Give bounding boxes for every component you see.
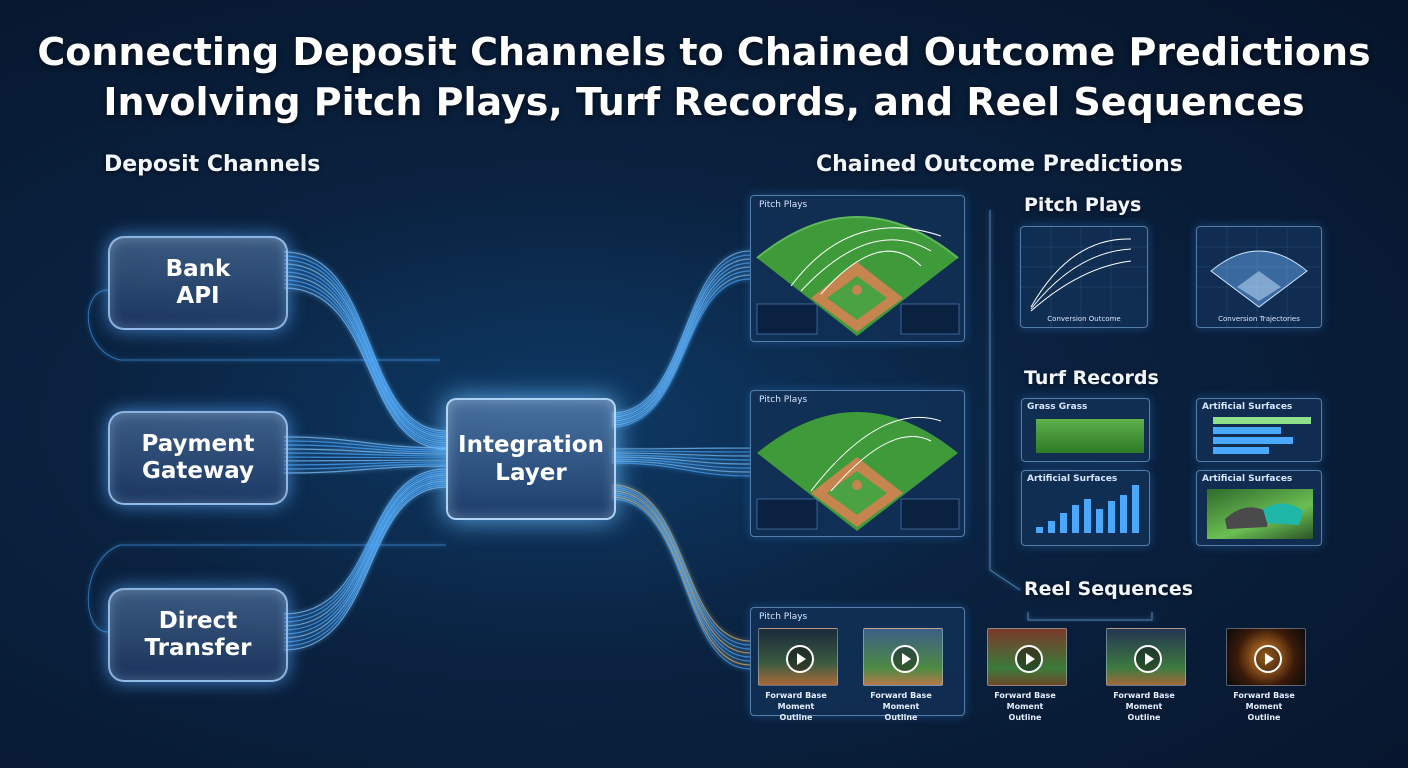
- reel-thumbnail-1[interactable]: [758, 628, 838, 686]
- surface-comparison-panel[interactable]: Artificial Surfaces: [1196, 398, 1322, 462]
- play-icon[interactable]: [891, 645, 919, 673]
- pitch-plays-trajectory-chart[interactable]: Conversion Outcome: [1020, 226, 1148, 328]
- field-chart-caption: Conversion Trajectories: [1197, 315, 1321, 323]
- turf-records-heading: Turf Records: [1024, 367, 1159, 389]
- trajectory-chart-caption: Conversion Outcome: [1021, 315, 1147, 323]
- direct-transfer-box[interactable]: Direct Transfer: [108, 588, 288, 682]
- play-icon[interactable]: [786, 645, 814, 673]
- payment-gateway-label-line1: Payment: [142, 431, 255, 458]
- trajectory-chart-graphic: [1021, 227, 1147, 327]
- artificial-surfaces-chart-panel[interactable]: Artificial Surfaces: [1021, 470, 1150, 546]
- bank-api-label-line2: API: [176, 283, 219, 310]
- bank-api-box[interactable]: Bank API: [108, 236, 288, 330]
- flow-line-to-pitch: [612, 255, 750, 415]
- reel-thumbnail-4[interactable]: [1106, 628, 1186, 686]
- flow-line-to-turf: [612, 451, 750, 452]
- cleat-photo-panel[interactable]: Artificial Surfaces: [1196, 470, 1322, 546]
- direct-transfer-label-line1: Direct: [159, 608, 238, 635]
- field-chart-graphic: [1197, 227, 1321, 327]
- baseball-field-diagram-2: [751, 391, 964, 536]
- integration-layer-box[interactable]: Integration Layer: [446, 398, 616, 520]
- integration-layer-label-line2: Layer: [495, 459, 566, 487]
- play-icon[interactable]: [1254, 645, 1282, 673]
- reel-thumbnail-3[interactable]: [987, 628, 1067, 686]
- page-title-line-1: Connecting Deposit Channels to Chained O…: [0, 30, 1408, 74]
- turf-records-field-panel[interactable]: Pitch Plays: [750, 390, 965, 537]
- reel-sequences-heading: Reel Sequences: [1024, 578, 1193, 600]
- play-icon[interactable]: [1134, 645, 1162, 673]
- flow-line-gateway: [284, 437, 446, 448]
- reel-caption-2: Forward Base MomentOutline: [853, 690, 949, 723]
- connector-arrow-11: [1028, 612, 1152, 620]
- cleat-photo-label: Artificial Surfaces: [1202, 474, 1292, 484]
- flow-line-bank: [284, 284, 446, 447]
- pitch-plays-field-chart[interactable]: Conversion Trajectories: [1196, 226, 1322, 328]
- grass-texture: [1036, 419, 1144, 453]
- pitch-plays-field-panel[interactable]: Pitch Plays: [750, 195, 965, 342]
- pitch-plays-heading: Pitch Plays: [1024, 194, 1141, 216]
- play-icon[interactable]: [1015, 645, 1043, 673]
- reel-thumbnail-5[interactable]: [1226, 628, 1306, 686]
- surface-bars-graphic: [1197, 399, 1321, 461]
- chained-outcome-heading: Chained Outcome Predictions: [816, 152, 1183, 177]
- baseball-field-diagram-1: [751, 196, 964, 341]
- grass-records-panel[interactable]: Grass Grass: [1021, 398, 1150, 462]
- reel-thumbnail-2[interactable]: [863, 628, 943, 686]
- flow-line-gateway: [284, 460, 446, 461]
- bank-api-label-line1: Bank: [166, 256, 231, 283]
- flow-line-to-pitch: [612, 251, 750, 413]
- page-title-line-2: Involving Pitch Plays, Turf Records, and…: [0, 80, 1408, 124]
- connector-arrow-9: [990, 210, 1020, 590]
- flow-line-gateway: [284, 457, 446, 458]
- deposit-channels-heading: Deposit Channels: [104, 152, 320, 177]
- integration-layer-label-line1: Integration: [458, 431, 604, 459]
- reel-panel-label: Pitch Plays: [759, 612, 807, 622]
- flow-line-direct: [284, 477, 446, 630]
- flow-line-to-turf: [612, 448, 750, 449]
- flow-line-direct: [284, 475, 446, 626]
- flow-line-to-turf: [612, 463, 750, 476]
- direct-transfer-label-line2: Transfer: [144, 635, 251, 662]
- cleat-photo-image: [1207, 489, 1313, 539]
- flow-line-bank: [284, 280, 446, 445]
- payment-gateway-label-line2: Gateway: [142, 458, 254, 485]
- flow-line-direct: [284, 473, 446, 622]
- artificial-bars-graphic: [1022, 471, 1149, 545]
- grass-label: Grass Grass: [1027, 402, 1087, 412]
- payment-gateway-box[interactable]: Payment Gateway: [108, 411, 288, 505]
